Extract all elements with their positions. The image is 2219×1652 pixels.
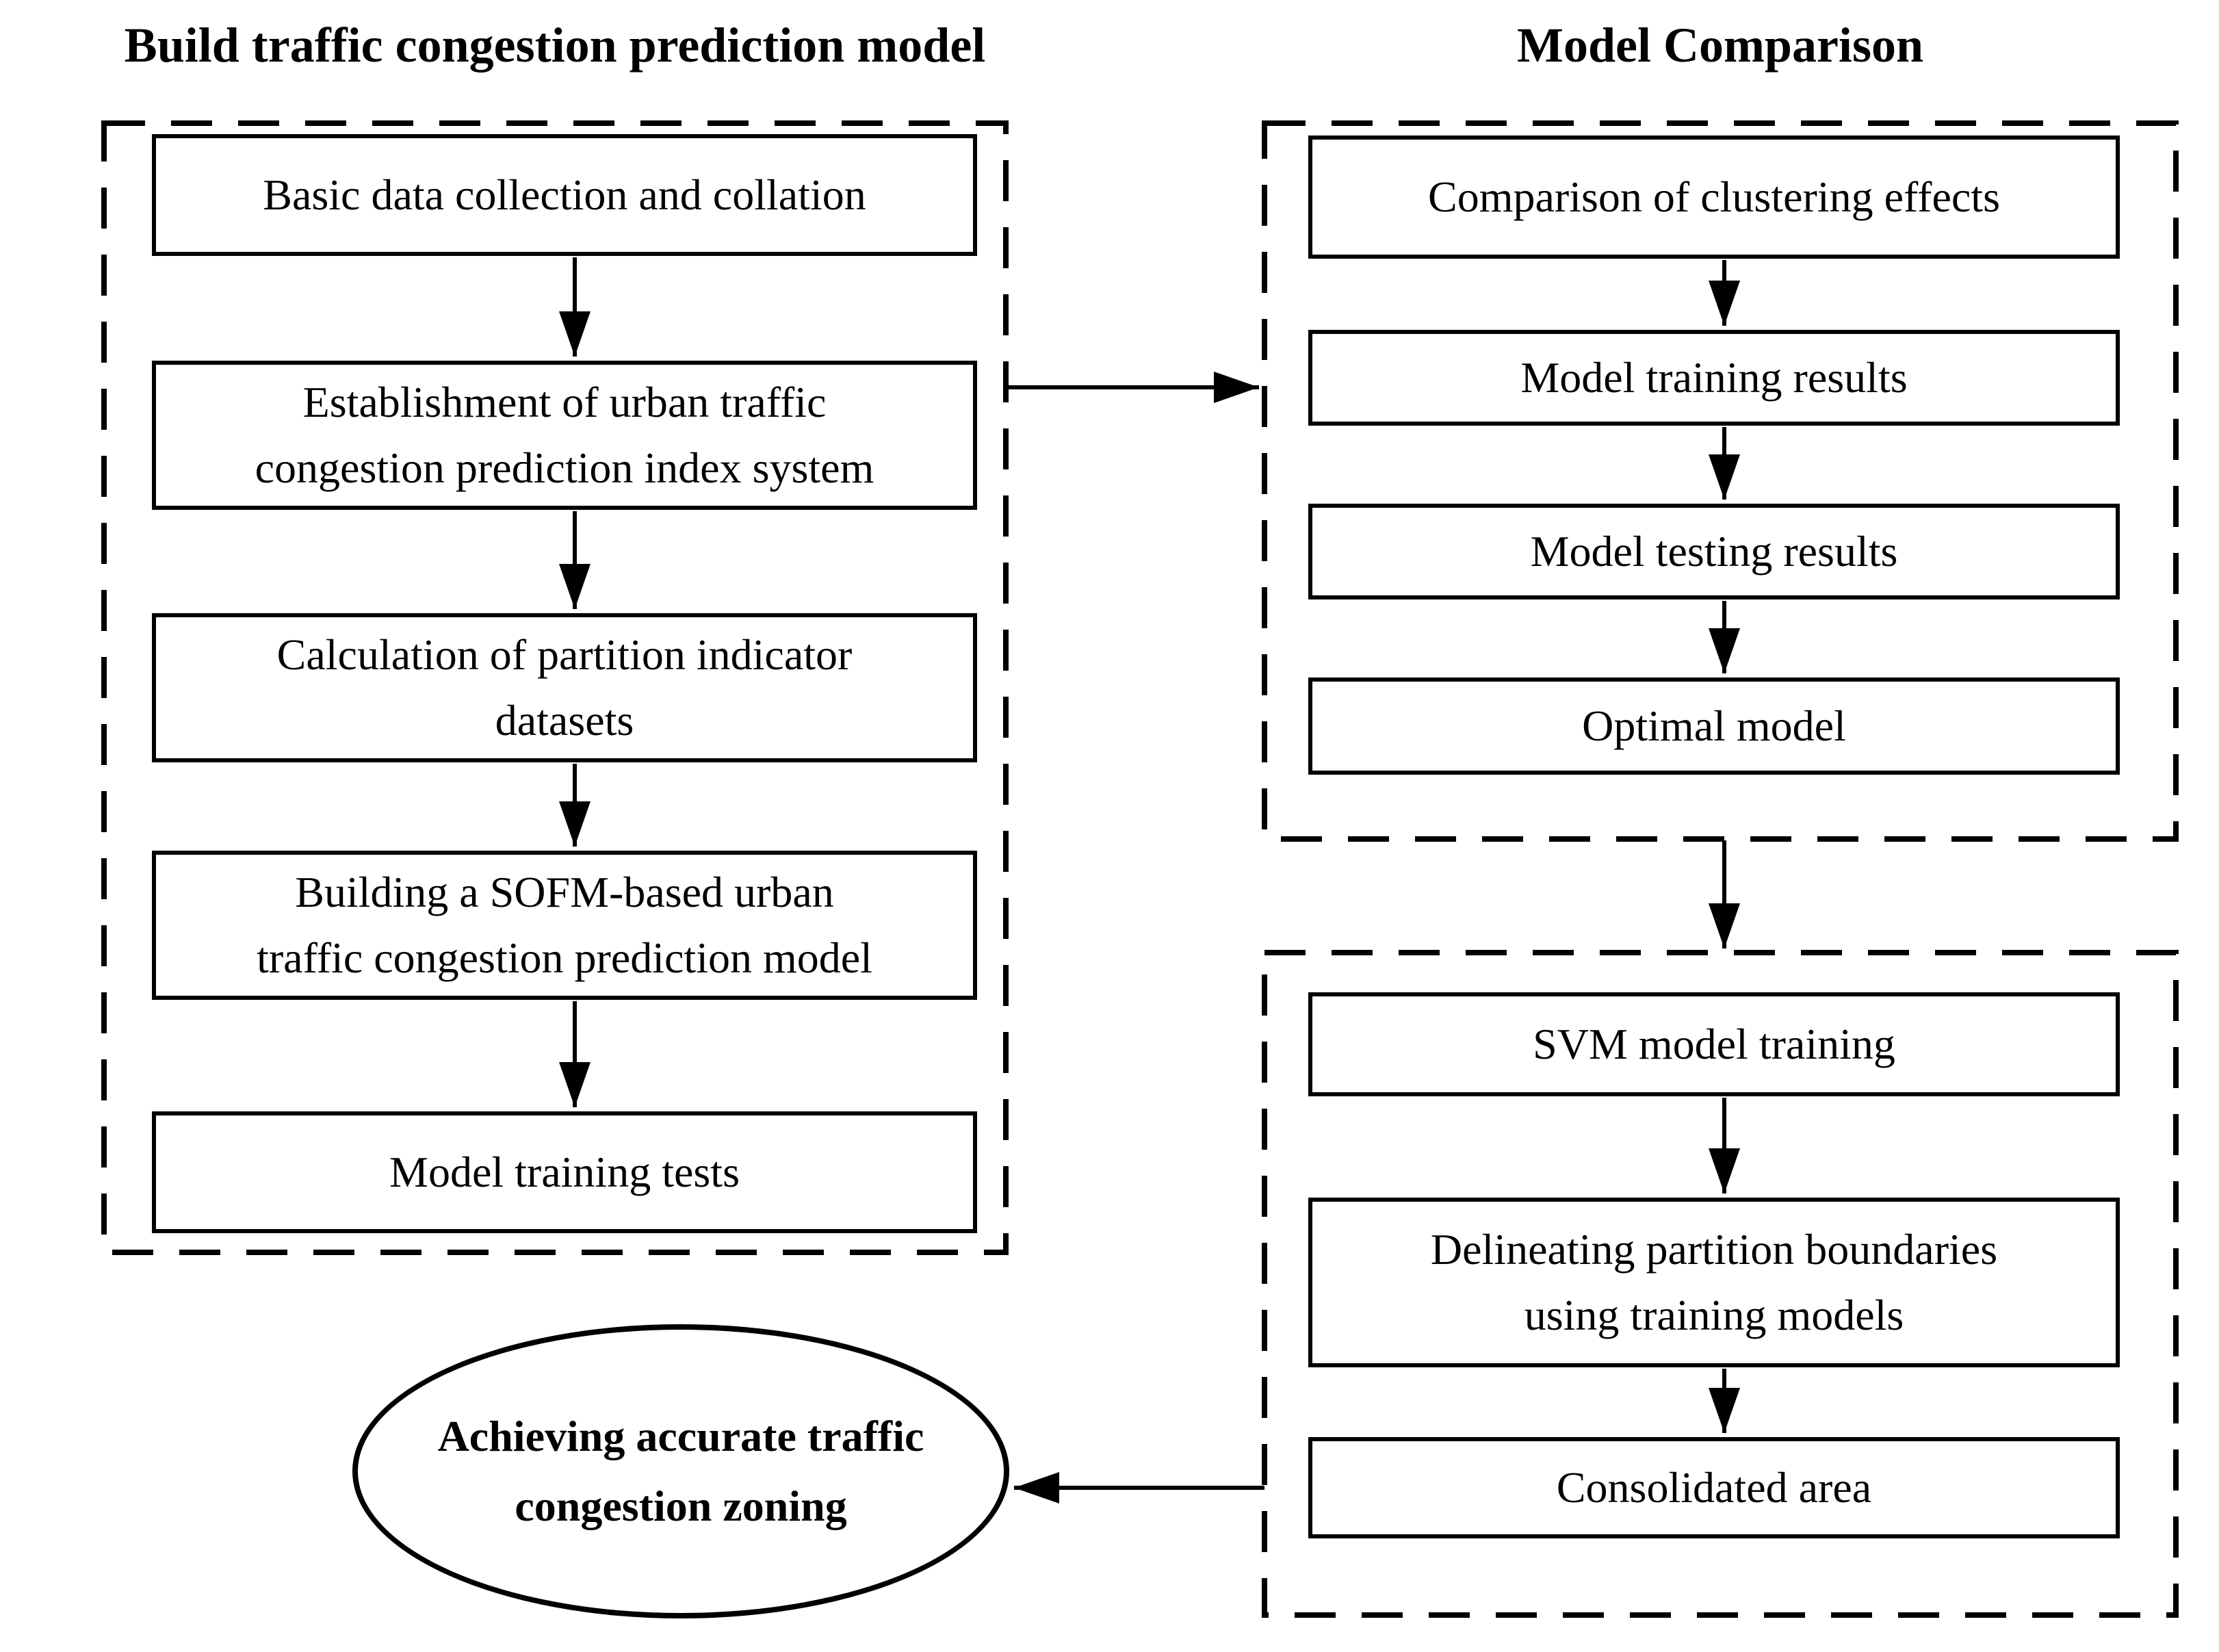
box-label: Delineating partition boundaries using t… (1430, 1225, 1998, 1339)
box-optimal-model: Optimal model (1308, 677, 2120, 775)
comparison-section-border (1262, 120, 2179, 842)
box-clustering-effects: Comparison of clustering effects (1308, 135, 2120, 259)
box-label: Building a SOFM-based urban traffic cong… (257, 868, 872, 982)
box-delineating-boundaries: Delineating partition boundaries using t… (1308, 1198, 2120, 1367)
box-label: Consolidated area (1556, 1463, 1872, 1512)
box-label: Establishment of urban traffic congestio… (255, 378, 874, 492)
svm-section-border (1262, 950, 2179, 1618)
box-model-training-results: Model training results (1308, 330, 2120, 426)
box-basic-data-collection: Basic data collection and collation (152, 134, 977, 256)
box-label: Model training results (1520, 353, 1908, 402)
box-label: Model training tests (389, 1148, 740, 1196)
box-model-testing-results: Model testing results (1308, 504, 2120, 599)
ellipse-label: Achieving accurate traffic congestion zo… (437, 1411, 924, 1530)
box-label: Optimal model (1582, 701, 1846, 750)
box-label: SVM model training (1533, 1020, 1895, 1068)
box-label: Basic data collection and collation (263, 170, 866, 219)
box-index-system: Establishment of urban traffic congestio… (152, 361, 977, 510)
box-svm-model-training: SVM model training (1308, 992, 2120, 1096)
box-label: Model testing results (1530, 527, 1898, 576)
box-consolidated-area: Consolidated area (1308, 1437, 2120, 1538)
box-sofm-model: Building a SOFM-based urban traffic cong… (152, 851, 977, 1000)
box-label: Comparison of clustering effects (1428, 172, 2000, 221)
ellipse-accurate-zoning: Achieving accurate traffic congestion zo… (352, 1324, 1009, 1618)
box-partition-datasets: Calculation of partition indicator datas… (152, 613, 977, 762)
box-label: Calculation of partition indicator datas… (276, 630, 853, 745)
build-section-title: Build traffic congestion prediction mode… (124, 18, 986, 73)
comparison-section-title: Model Comparison (1517, 18, 1923, 73)
build-section-border (101, 120, 1009, 1255)
box-model-training-tests: Model training tests (152, 1111, 977, 1233)
